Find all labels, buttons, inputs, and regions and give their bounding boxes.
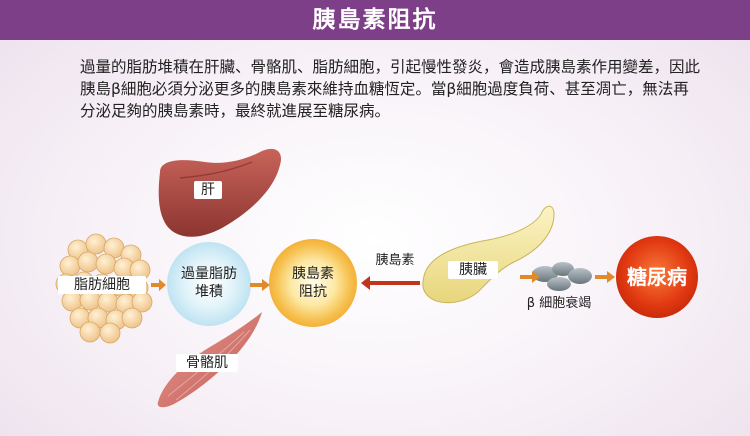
adipocyte-cell — [95, 253, 117, 275]
adipocyte-cell — [99, 322, 121, 344]
insulin-label: 胰島素 — [375, 253, 415, 268]
arrow-fat-to-ir-head — [262, 279, 270, 291]
adipocyte-cell — [59, 255, 81, 277]
beta-cell-decline-label: β 細胞衰竭 — [526, 296, 592, 311]
arrow-cells-to-fat — [151, 283, 159, 287]
adipocyte-cell — [121, 307, 143, 329]
adipocyte-cell — [85, 233, 107, 255]
adipocyte-cell — [77, 251, 99, 273]
arrow-fat-to-ir — [250, 283, 262, 287]
arrow-pancreas-to-beta-head — [532, 271, 540, 283]
arrow-beta-to-diabetes — [595, 275, 607, 279]
beta-cells-illustration — [532, 262, 592, 291]
insulin-resistance-glow — [269, 239, 357, 327]
liver-label: 肝 — [194, 181, 222, 199]
adipocyte-cell — [79, 321, 101, 343]
arrow-pancreas-to-beta — [520, 275, 532, 279]
diabetes-circle — [616, 236, 698, 318]
arrow-beta-to-diabetes-head — [607, 271, 615, 283]
page-title: 胰島素阻抗 — [312, 7, 438, 33]
pancreas-label: 胰臟 — [448, 261, 498, 279]
diabetes-label: 糖尿病 — [627, 265, 687, 289]
muscle-label: 骨骼肌 — [176, 354, 238, 372]
adipocyte-label: 脂肪細胞 — [58, 276, 146, 294]
pancreas-illustration — [422, 205, 555, 304]
intro-paragraph: 過量的脂肪堆積在肝臟、骨骼肌、脂肪細胞，引起慢性發炎，會造成胰島素作用變差，因此… — [80, 58, 701, 120]
fat-accumulation-glow — [167, 242, 251, 326]
insulin-resistance-label: 胰島素 阻抗 — [292, 266, 334, 300]
arrow-cells-to-fat-head — [159, 279, 166, 291]
arrow-insulin — [361, 276, 420, 290]
fat-accumulation-label: 過量脂肪 堆積 — [181, 266, 237, 300]
title-bar — [0, 0, 750, 40]
flow-arrows — [151, 271, 615, 291]
